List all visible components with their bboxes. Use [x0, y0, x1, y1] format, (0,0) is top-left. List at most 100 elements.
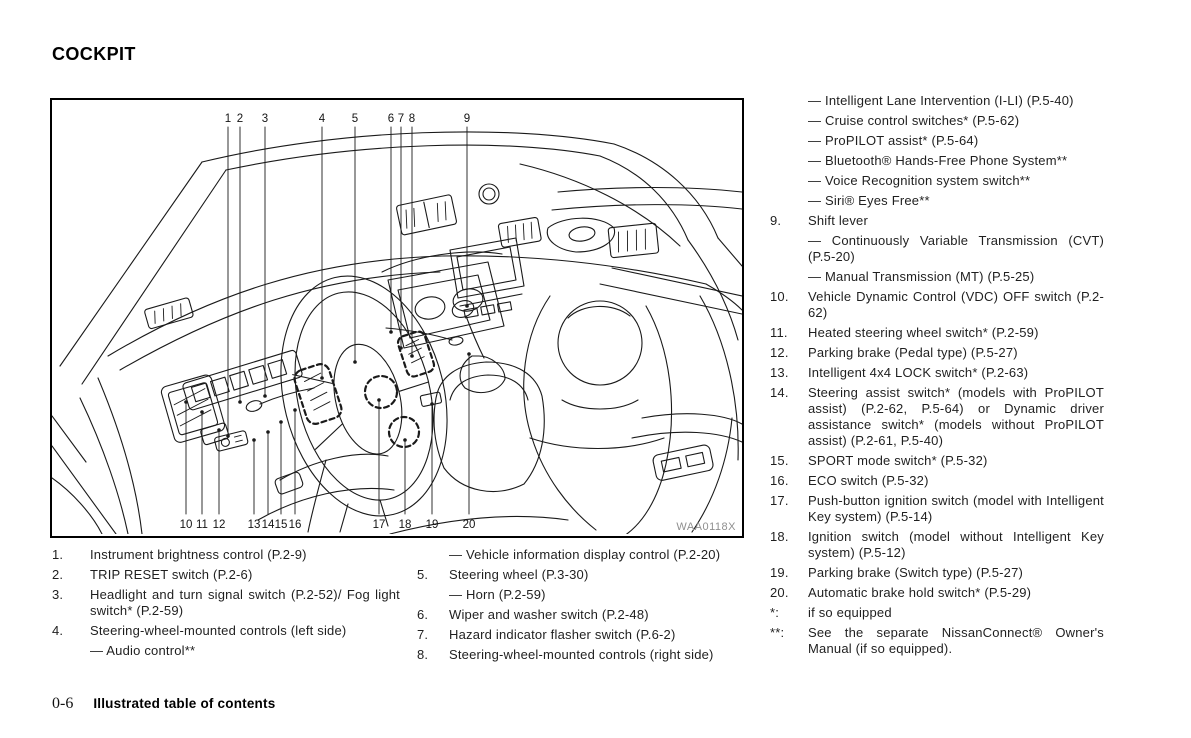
dashboard-top [107, 255, 742, 371]
item-text: Hazard indicator flasher switch (P.6-2) [449, 627, 676, 642]
callout-number: 13 [248, 519, 261, 531]
seats [523, 295, 739, 534]
callout-number: 4 [319, 113, 326, 125]
item-subentry: — Manual Transmission (MT) (P.5-25) [808, 269, 1035, 284]
item-number: 1. [52, 547, 64, 562]
item-number: 20. [770, 585, 789, 600]
item-text: SPORT mode switch* (P.5-32) [808, 453, 988, 468]
callout-number: 16 [289, 519, 302, 531]
item-number: 17. [770, 493, 789, 508]
item-number: 11. [770, 325, 788, 340]
right-dash-vent [607, 222, 660, 259]
page-title: COCKPIT [52, 44, 136, 64]
item-subentry: — ProPILOT assist* (P.5-64) [808, 133, 979, 148]
legend-item-18: 18. Ignition switch (model without Intel… [770, 529, 1104, 561]
leader-lines [185, 126, 470, 515]
legend-item-15: 15. SPORT mode switch* (P.5-32) [770, 453, 1104, 469]
callout-number: 20 [463, 519, 476, 531]
item-number: 5. [417, 567, 429, 582]
center-vent [396, 194, 458, 236]
footnote-marker: *: [770, 605, 780, 620]
callout-number: 17 [373, 519, 386, 531]
item-text: Automatic brake hold switch* (P.5-29) [808, 585, 1032, 600]
legend-item-7: 7. Hazard indicator flasher switch (P.6-… [417, 627, 745, 643]
item-subentry: — Cruise control switches* (P.5-62) [808, 113, 1020, 128]
callout-number: 10 [180, 519, 193, 531]
legend-item-6: 6. Wiper and washer switch (P.2-48) [417, 607, 745, 623]
legend-item-3: 3. Headlight and turn signal switch (P.2… [52, 587, 400, 619]
callout-number: 18 [399, 519, 412, 531]
legend-item-5: 5. Steering wheel (P.3-30) — Horn (P.2-5… [417, 567, 745, 603]
item-subentry: — Audio control** [90, 643, 196, 658]
item-number: 8. [417, 647, 429, 662]
legend-item-17: 17. Push-button ignition switch (model w… [770, 493, 1104, 525]
figure-code: WAA0118X [676, 521, 736, 533]
item-text: Push-button ignition switch (model with … [808, 493, 1104, 524]
legend-column-right: — Intelligent Lane Intervention (I-LI) (… [770, 93, 1104, 661]
lower-switch-cluster [182, 349, 304, 495]
item-subentry: — Continuously Variable Transmission (CV… [808, 233, 1104, 264]
callout-numbers: 1 2 3 4 5 6 7 8 9 10 11 12 13 14 15 16 1… [180, 113, 476, 531]
item-text: Steering wheel (P.3-30) [449, 567, 589, 582]
cockpit-illustration: 1 2 3 4 5 6 7 8 9 10 11 12 13 14 15 16 1… [52, 113, 742, 534]
center-console [419, 361, 545, 492]
item-text: Wiper and washer switch (P.2-48) [449, 607, 649, 622]
left-side-vent [160, 374, 226, 443]
legend-item-11: 11. Heated steering wheel switch* (P.2-5… [770, 325, 1104, 341]
page-number: 0-6 [52, 695, 74, 712]
item-text: Heated steering wheel switch* (P.2-59) [808, 325, 1039, 340]
item-number: 15. [770, 453, 789, 468]
windshield-pillars [59, 131, 742, 385]
item-text: Headlight and turn signal switch (P.2-52… [90, 587, 400, 618]
item-subentry: — Voice Recognition system switch** [808, 173, 1031, 188]
item-number: 14. [770, 385, 789, 400]
legend-item-16: 16. ECO switch (P.5-32) [770, 473, 1104, 489]
item-number: 2. [52, 567, 64, 582]
item-number: 7. [417, 627, 429, 642]
item-text: Ignition switch (model without Intellige… [808, 529, 1104, 560]
callout-number: 1 [225, 113, 231, 125]
item-subentry: — Siri® Eyes Free** [808, 193, 930, 208]
center-display [449, 237, 525, 319]
item-text: Steering assist switch* (models with Pro… [808, 385, 1104, 448]
item-text: ECO switch (P.5-32) [808, 473, 929, 488]
door-panel [546, 186, 742, 481]
callout-number: 11 [196, 519, 208, 531]
callout-number: 12 [213, 519, 226, 531]
item-number [770, 93, 808, 209]
item-text: Shift lever [808, 213, 869, 228]
item-subentry: — Intelligent Lane Intervention (I-LI) (… [808, 93, 1074, 108]
cockpit-line-art [52, 126, 742, 534]
legend-item-9: 9. Shift lever — Continuously Variable T… [770, 213, 1104, 285]
legend-item-2: 2. TRIP RESET switch (P.2-6) [52, 567, 400, 583]
footnote-marker: **: [770, 625, 785, 640]
item-subentry: — Horn (P.2-59) [449, 587, 546, 602]
legend-column-left: 1. Instrument brightness control (P.2-9)… [52, 547, 400, 663]
item-number: 16. [770, 473, 789, 488]
item-text: Parking brake (Switch type) (P.5-27) [808, 565, 1024, 580]
callout-number: 8 [409, 113, 415, 125]
item-number: 18. [770, 529, 789, 544]
callout-number: 7 [398, 113, 404, 125]
callout-number: 19 [426, 519, 439, 531]
footnote-double-asterisk: **: See the separate NissanConnect® Owne… [770, 625, 1104, 657]
legend-item-20: 20. Automatic brake hold switch* (P.5-29… [770, 585, 1104, 601]
legend-item-4-continued: — Vehicle information display control (P… [417, 547, 745, 563]
callout-number: 15 [275, 519, 288, 531]
item-text: Steering-wheel-mounted controls (left si… [90, 623, 347, 638]
leader-dots [184, 304, 471, 442]
tweeter-speaker [478, 183, 500, 205]
legend-item-8: 8. Steering-wheel-mounted controls (righ… [417, 647, 745, 663]
footnote-text: See the separate NissanConnect® Owner's … [808, 625, 1104, 656]
left-upper-vent [144, 297, 194, 330]
floor-lines [257, 453, 569, 534]
item-number: 10. [770, 289, 789, 304]
item-number: 13. [770, 365, 789, 380]
footnote-single-asterisk: *: if so equipped [770, 605, 1104, 621]
item-text: Steering-wheel-mounted controls (right s… [449, 647, 714, 662]
callout-number: 6 [388, 113, 394, 125]
window-switch-panel [652, 444, 714, 481]
item-number: 4. [52, 623, 64, 638]
callout-number: 14 [262, 519, 275, 531]
item-text: Parking brake (Pedal type) (P.5-27) [808, 345, 1018, 360]
